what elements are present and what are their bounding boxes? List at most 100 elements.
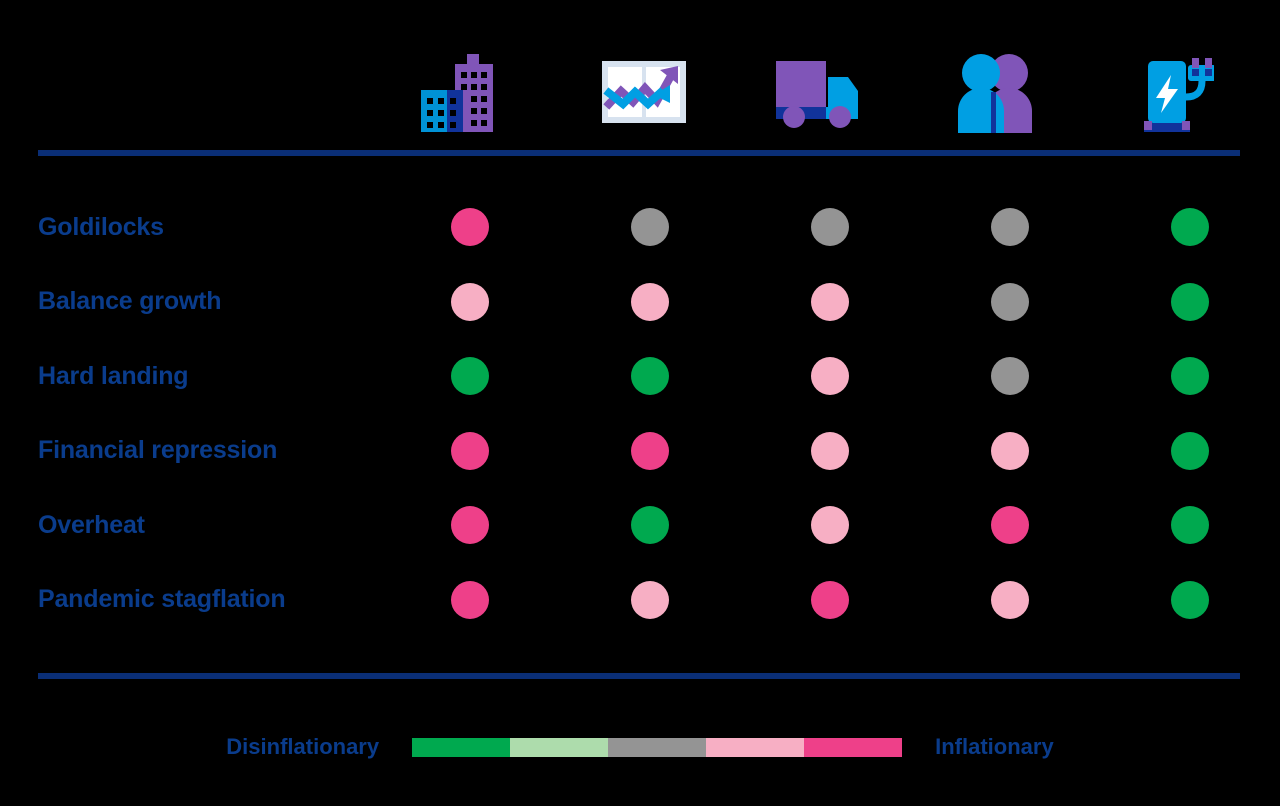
legend-segment-4 bbox=[804, 737, 903, 757]
status-dot bbox=[631, 208, 669, 247]
row-cells bbox=[380, 506, 1280, 545]
status-dot bbox=[1171, 506, 1209, 545]
status-dot bbox=[991, 431, 1029, 470]
legend-segment-0 bbox=[412, 737, 511, 757]
status-dot bbox=[451, 580, 489, 619]
cell-financial-repression-markets bbox=[560, 431, 740, 470]
cell-financial-repression-labour bbox=[920, 431, 1100, 470]
cell-financial-repression-energy bbox=[1100, 431, 1280, 470]
status-dot bbox=[631, 357, 669, 396]
cell-overheat-energy bbox=[1100, 506, 1280, 545]
status-dot bbox=[811, 506, 849, 545]
status-dot bbox=[811, 282, 849, 321]
status-dot bbox=[811, 431, 849, 470]
cell-hard-landing-buildings bbox=[380, 357, 560, 396]
cell-pandemic-stagflation-energy bbox=[1100, 580, 1280, 619]
legend: Disinflationary Inflationary bbox=[0, 726, 1280, 768]
row-label-goldilocks: Goldilocks bbox=[38, 212, 164, 241]
column-header-labour bbox=[908, 45, 1084, 140]
row-label-balance-growth: Balance growth bbox=[38, 287, 222, 316]
cell-hard-landing-supply-chain bbox=[740, 357, 920, 396]
status-dot bbox=[991, 580, 1029, 619]
column-icon-row bbox=[380, 45, 1260, 140]
status-dot bbox=[631, 431, 669, 470]
two-people-icon bbox=[950, 53, 1042, 133]
status-dot bbox=[811, 208, 849, 247]
status-dot bbox=[631, 282, 669, 321]
row-cells bbox=[380, 208, 1280, 247]
table-row: Financial repression bbox=[38, 414, 1240, 489]
cell-pandemic-stagflation-labour bbox=[920, 580, 1100, 619]
cell-goldilocks-supply-chain bbox=[740, 208, 920, 247]
table-row: Overheat bbox=[38, 488, 1240, 563]
row-cells bbox=[380, 580, 1280, 619]
status-dot bbox=[1171, 282, 1209, 321]
cell-pandemic-stagflation-markets bbox=[560, 580, 740, 619]
cell-financial-repression-buildings bbox=[380, 431, 560, 470]
table-row: Balance growth bbox=[38, 265, 1240, 340]
cell-goldilocks-energy bbox=[1100, 208, 1280, 247]
cell-balance-growth-supply-chain bbox=[740, 282, 920, 321]
table-row: Goldilocks bbox=[38, 190, 1240, 265]
top-divider-rule bbox=[38, 150, 1240, 156]
status-dot bbox=[451, 357, 489, 396]
status-dot bbox=[631, 506, 669, 545]
cell-balance-growth-markets bbox=[560, 282, 740, 321]
cell-balance-growth-labour bbox=[920, 282, 1100, 321]
cell-pandemic-stagflation-supply-chain bbox=[740, 580, 920, 619]
cell-financial-repression-supply-chain bbox=[740, 431, 920, 470]
cell-overheat-markets bbox=[560, 506, 740, 545]
line-chart-icon bbox=[600, 57, 688, 129]
status-dot bbox=[1171, 431, 1209, 470]
legend-segment-3 bbox=[706, 737, 805, 757]
cell-overheat-supply-chain bbox=[740, 506, 920, 545]
status-dot bbox=[451, 431, 489, 470]
row-cells bbox=[380, 357, 1280, 396]
status-dot bbox=[811, 580, 849, 619]
column-header-buildings bbox=[380, 45, 556, 140]
column-header-energy-transition bbox=[1084, 45, 1260, 140]
office-buildings-icon bbox=[419, 52, 517, 134]
legend-segment-1 bbox=[510, 737, 609, 757]
status-dot bbox=[991, 357, 1029, 396]
column-header-supply-chain bbox=[732, 45, 908, 140]
row-cells bbox=[380, 282, 1280, 321]
cell-goldilocks-markets bbox=[560, 208, 740, 247]
status-dot bbox=[451, 506, 489, 545]
bottom-divider-rule bbox=[38, 673, 1240, 679]
cell-pandemic-stagflation-buildings bbox=[380, 580, 560, 619]
status-dot bbox=[451, 282, 489, 321]
column-header-markets bbox=[556, 45, 732, 140]
status-dot bbox=[991, 506, 1029, 545]
cell-goldilocks-labour bbox=[920, 208, 1100, 247]
status-dot bbox=[991, 208, 1029, 247]
status-dot bbox=[631, 580, 669, 619]
legend-label-disinflationary: Disinflationary bbox=[226, 734, 380, 759]
status-dot bbox=[991, 282, 1029, 321]
cell-balance-growth-buildings bbox=[380, 282, 560, 321]
status-dot bbox=[1171, 580, 1209, 619]
cell-hard-landing-energy bbox=[1100, 357, 1280, 396]
status-dot bbox=[811, 357, 849, 396]
row-label-overheat: Overheat bbox=[38, 510, 145, 539]
cell-overheat-labour bbox=[920, 506, 1100, 545]
cell-overheat-buildings bbox=[380, 506, 560, 545]
row-cells bbox=[380, 431, 1280, 470]
legend-label-inflationary: Inflationary bbox=[935, 734, 1054, 759]
cell-goldilocks-buildings bbox=[380, 208, 560, 247]
delivery-truck-icon bbox=[774, 55, 866, 131]
status-dot bbox=[451, 208, 489, 247]
table-row: Hard landing bbox=[38, 339, 1240, 414]
cell-hard-landing-markets bbox=[560, 357, 740, 396]
table-row: Pandemic stagflation bbox=[38, 563, 1240, 638]
row-label-pandemic-stagflation: Pandemic stagflation bbox=[38, 585, 286, 614]
cell-hard-landing-labour bbox=[920, 357, 1100, 396]
cell-balance-growth-energy bbox=[1100, 282, 1280, 321]
legend-segment-2 bbox=[608, 737, 707, 757]
legend-gradient-bar bbox=[412, 737, 903, 757]
row-label-hard-landing: Hard landing bbox=[38, 361, 189, 390]
row-label-financial-repression: Financial repression bbox=[38, 436, 278, 465]
scenario-matrix-body: Goldilocks Balance growth Hard landing bbox=[38, 190, 1240, 658]
status-dot bbox=[1171, 208, 1209, 247]
